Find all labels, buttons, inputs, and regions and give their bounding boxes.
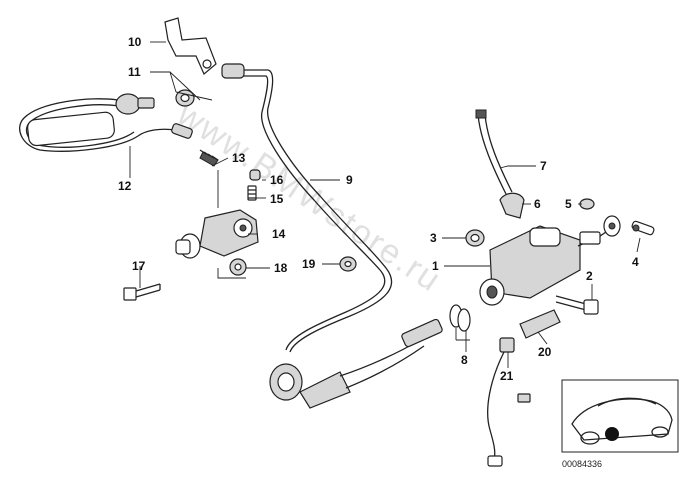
callout-6: 6 xyxy=(534,197,541,211)
callout-20: 20 xyxy=(538,345,552,359)
callout-19: 19 xyxy=(302,257,316,271)
callout-7: 7 xyxy=(540,159,547,173)
vehicle-location-inset xyxy=(561,379,679,453)
callout-15: 15 xyxy=(270,192,284,206)
callout-11: 11 xyxy=(128,65,141,79)
callout-10: 10 xyxy=(128,35,142,49)
part-11-grommet xyxy=(175,89,195,107)
part-20-bracket xyxy=(519,309,561,339)
document-number: 00084336 xyxy=(562,459,602,469)
callout-17: 17 xyxy=(132,259,146,273)
part-15-bleed-screw xyxy=(247,185,257,201)
callout-14: 14 xyxy=(272,227,286,241)
callout-2: 2 xyxy=(586,269,593,283)
callout-5: 5 xyxy=(565,197,572,211)
callout-8: 8 xyxy=(461,353,468,367)
part-7-hose xyxy=(475,109,513,195)
callout-4: 4 xyxy=(632,255,639,269)
callout-1: 1 xyxy=(432,259,439,273)
part-1-master-cylinder xyxy=(479,215,621,306)
callout-3: 3 xyxy=(430,231,437,245)
part-13-spring xyxy=(199,149,219,167)
location-dot xyxy=(605,427,619,441)
part-21-sensor xyxy=(487,337,531,467)
part-3-plug xyxy=(465,229,485,247)
callout-13: 13 xyxy=(232,151,246,165)
callout-16: 16 xyxy=(270,173,284,187)
part-8-rings xyxy=(449,304,471,332)
part-12-pipe-loop xyxy=(19,93,193,152)
part-16-cap xyxy=(249,169,261,181)
part-5-clip xyxy=(579,198,595,210)
part-17-bolt xyxy=(123,283,161,301)
leader-lines xyxy=(129,41,641,368)
part-4-pin xyxy=(631,220,655,236)
part-19-nut xyxy=(339,256,357,272)
callout-21: 21 xyxy=(500,369,514,383)
callout-labels: 10 11 12 13 16 15 14 17 18 19 9 7 6 5 3 … xyxy=(118,35,639,383)
callout-9: 9 xyxy=(346,173,353,187)
callout-12: 12 xyxy=(118,179,132,193)
part-10-bracket xyxy=(164,17,217,75)
callout-18: 18 xyxy=(274,261,288,275)
part-9-hydraulic-line xyxy=(221,63,443,409)
part-2-bolt xyxy=(555,295,599,315)
part-14-slave-cylinder xyxy=(175,209,259,259)
part-18-nut xyxy=(229,258,247,276)
part-6-clip xyxy=(499,192,525,219)
